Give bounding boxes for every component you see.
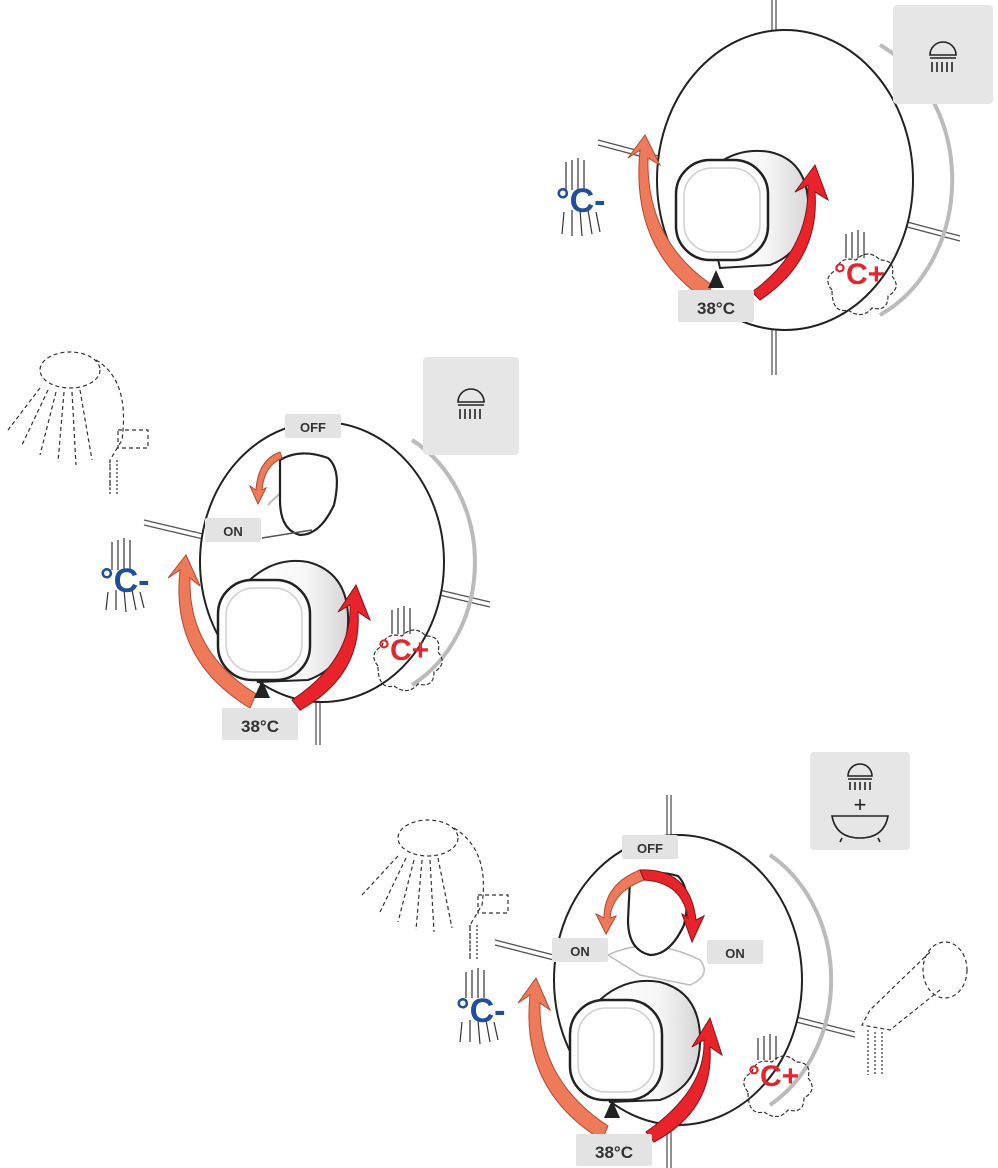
on-right-label: ON (725, 946, 745, 961)
off-label: OFF (300, 420, 326, 435)
off-label: OFF (637, 841, 663, 856)
panel-3: OFF ON ON 38°C °C- °C+ (362, 752, 967, 1168)
cold-label: °C- (456, 992, 505, 1030)
on-label: ON (223, 524, 243, 539)
cold-label: °C- (100, 562, 149, 600)
temp-label: 38°C (595, 1143, 633, 1162)
hot-label: °C+ (834, 258, 885, 291)
temp-label: 38°C (697, 299, 735, 318)
temperature-knob (676, 151, 808, 268)
hand-shower-icon (362, 820, 508, 960)
bath-spout-icon (862, 942, 967, 1076)
hand-shower-icon (8, 352, 148, 495)
mode-tile (423, 357, 519, 455)
hot-label: °C+ (378, 634, 429, 667)
panel-2: OFF ON 38°C °C- °C+ (8, 352, 519, 745)
mode-plus-sign: + (854, 792, 867, 817)
on-left-label: ON (570, 944, 590, 959)
panel-1: 38°C °C- °C+ (556, 0, 993, 375)
temp-label: 38°C (241, 717, 279, 736)
cold-label: °C- (556, 182, 605, 220)
hot-label: °C+ (748, 1060, 799, 1093)
